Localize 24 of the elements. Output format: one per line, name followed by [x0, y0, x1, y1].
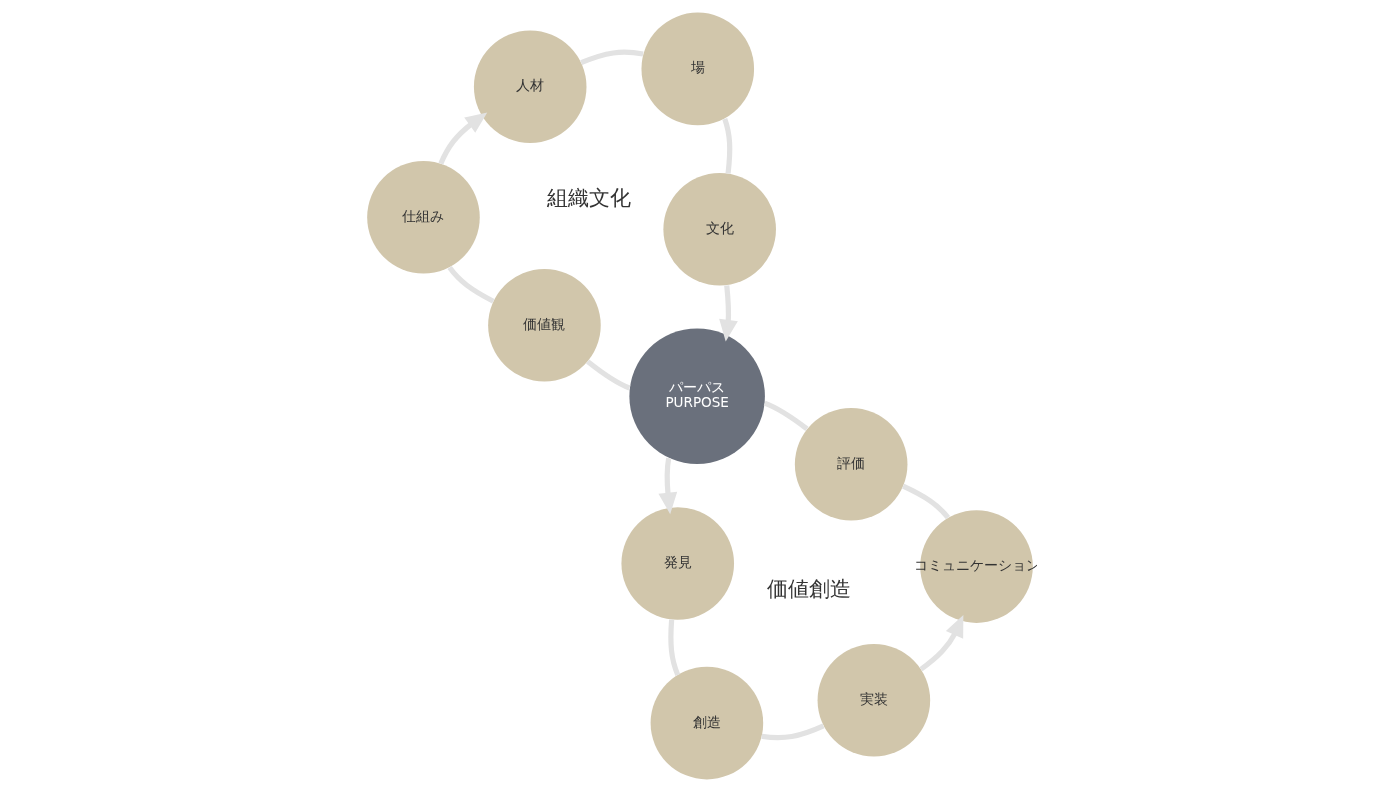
connector [763, 400, 809, 431]
label: 組織文化 [547, 185, 632, 210]
connector [761, 723, 825, 741]
node-circle: 人材 [473, 30, 587, 144]
arrow [658, 457, 678, 515]
node-circle: 文化 [663, 172, 776, 286]
connector [902, 483, 951, 520]
node-circle: 創造 [650, 666, 764, 780]
connector [668, 619, 681, 676]
node-circle: パーパス PURPOSE [629, 328, 765, 464]
node-circle: 実装 [817, 643, 931, 757]
node-circle: 場 [641, 12, 755, 126]
arrow [719, 285, 738, 342]
connector [722, 118, 733, 174]
label: 価値創造 [766, 577, 851, 602]
node-circle: 発見 [621, 507, 735, 620]
arrow [919, 615, 964, 672]
node-circle: 仕組み [367, 160, 480, 274]
node-circle: 評価 [794, 407, 908, 521]
node-circle: 価値観 [488, 269, 601, 382]
connector [447, 265, 495, 304]
connector [586, 359, 631, 391]
arrow [438, 112, 488, 165]
connector [580, 49, 644, 66]
